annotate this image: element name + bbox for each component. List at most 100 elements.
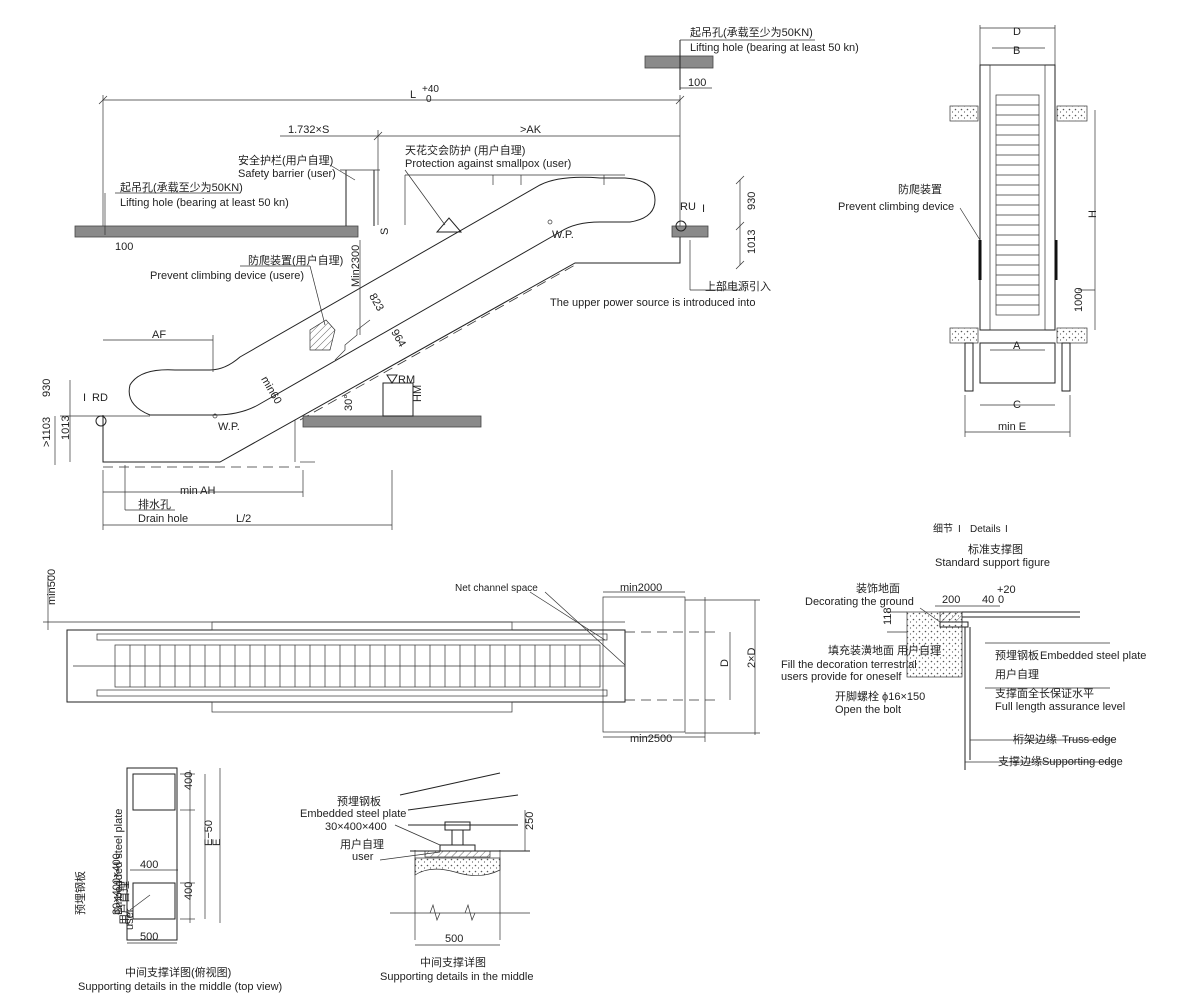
dim-min60: min60 bbox=[258, 374, 283, 406]
mt-user-en: user bbox=[124, 908, 136, 930]
details-title-en: Details bbox=[970, 524, 1001, 535]
front-dim-B: B bbox=[1013, 45, 1020, 57]
support-concrete bbox=[906, 611, 963, 678]
dim-L2: L/2 bbox=[236, 513, 251, 525]
ms-user-cn: 用户自理 bbox=[340, 837, 384, 851]
dim-L: L bbox=[410, 89, 416, 101]
dim-823: 823 bbox=[366, 291, 386, 313]
dim-100-left: 100 bbox=[115, 241, 133, 253]
dim-AK: >AK bbox=[520, 124, 542, 136]
dim-min2300: Min2300 bbox=[350, 245, 362, 287]
drain-cn: 排水孔 bbox=[138, 497, 171, 511]
level-en: Full length assurance level bbox=[995, 701, 1125, 713]
plan-min500: min500 bbox=[46, 569, 58, 605]
mt-E50: E−50 bbox=[203, 820, 215, 846]
mt-400-b: 400 bbox=[140, 859, 158, 871]
power-en: The upper power source is introduced int… bbox=[550, 297, 755, 309]
middle-top-labels: 400 400 400 500 E−50 E 预埋钢板 Embedded ste… bbox=[73, 772, 282, 993]
dim-1013-left: 1013 bbox=[60, 416, 72, 440]
label-WP-upper: W.P. bbox=[552, 229, 574, 241]
ms-plate-cn: 预埋钢板 bbox=[337, 794, 381, 808]
power-cn: 上部电源引入 bbox=[705, 279, 771, 293]
front-dim-H: H bbox=[1087, 210, 1099, 218]
plan-min2500: min2500 bbox=[630, 733, 672, 745]
lift-hole-left-cn: 起吊孔(承载至少为50KN) bbox=[120, 181, 243, 194]
middle-support-side-view bbox=[379, 772, 530, 946]
front-dim-D: D bbox=[1013, 26, 1021, 38]
detail-user-cn: 用户自理 bbox=[995, 667, 1039, 681]
dim-930-right: 930 bbox=[746, 192, 758, 210]
dim-AF: AF bbox=[152, 329, 166, 341]
front-view bbox=[949, 25, 1096, 437]
mt-plate-en: Embedded steel plate bbox=[113, 809, 125, 915]
label-WP-lower: W.P. bbox=[218, 421, 240, 433]
climb-device bbox=[309, 319, 336, 351]
detail-plate-cn: 预埋钢板 bbox=[995, 648, 1039, 662]
middle-concrete bbox=[414, 857, 501, 876]
middle-support-top-view bbox=[126, 767, 221, 944]
dim-plus20: +20 bbox=[997, 584, 1016, 596]
front-climb-en: Prevent climbing device bbox=[838, 201, 954, 213]
dim-964: 964 bbox=[388, 327, 408, 349]
plan-2D: 2×D bbox=[746, 647, 758, 668]
fill-cn: 填充装潢地面 用户自理 bbox=[828, 643, 941, 657]
details-title-cn: 细节 bbox=[933, 522, 953, 535]
angle-30: 30° bbox=[343, 394, 355, 411]
dim-minAH: min AH bbox=[180, 485, 216, 497]
smallpox-en: Protection against smallpox (user) bbox=[405, 158, 571, 170]
dim-1732S: 1.732×S bbox=[288, 124, 329, 136]
side-elevation-labels: 起吊孔(承载至少为50KN) Lifting hole (bearing at … bbox=[41, 26, 859, 525]
front-dim-minE: min E bbox=[998, 421, 1026, 433]
dim-1103: >1103 bbox=[41, 417, 53, 447]
ms-plate-en: Embedded steel plate bbox=[300, 808, 406, 820]
mt-E: E bbox=[211, 839, 223, 846]
mt-plate-cn: 预埋钢板 bbox=[73, 871, 87, 915]
mt-caption-en: Supporting details in the middle (top vi… bbox=[78, 981, 282, 993]
lower-floor-slab bbox=[302, 415, 482, 428]
escalator-handrail-truss bbox=[128, 176, 656, 416]
RD-point bbox=[95, 415, 107, 427]
details-sep-1: I bbox=[958, 524, 961, 535]
ms-caption-cn: 中间支撑详图 bbox=[420, 955, 486, 969]
dim-S: S bbox=[379, 228, 391, 235]
climb-cn: 防爬装置(用户自理) bbox=[248, 253, 343, 267]
truss-cn: 桁架边缘 bbox=[1013, 732, 1057, 746]
mt-400-c: 400 bbox=[183, 882, 195, 900]
std-cn: 标准支撑图 bbox=[968, 542, 1023, 556]
lift-hole-top-cn: 起吊孔(承载至少为50KN) bbox=[690, 26, 813, 39]
side-elevation bbox=[54, 39, 815, 530]
ms-user-en: user bbox=[352, 851, 374, 863]
lift-hole-left-en: Lifting hole (bearing at least 50 kn) bbox=[120, 197, 289, 209]
dim-200: 200 bbox=[942, 594, 960, 606]
drain-en: Drain hole bbox=[138, 513, 188, 525]
escalator-truss-bottom bbox=[102, 237, 681, 463]
support-cn: 支撑边缘 bbox=[998, 754, 1042, 768]
front-step-lines bbox=[996, 104, 1039, 306]
upper-floor-slab bbox=[74, 225, 359, 238]
top-lift-slab bbox=[644, 55, 714, 69]
label-HM: HM bbox=[412, 385, 424, 402]
deco-en: Decorating the ground bbox=[805, 596, 914, 608]
label-RM: RM bbox=[398, 374, 415, 386]
std-en: Standard support figure bbox=[935, 557, 1050, 569]
mt-plate-size: 30×400×400 bbox=[111, 853, 123, 915]
fill-en-1: Fill the decoration terrestrial bbox=[781, 659, 917, 671]
barrier-cn: 安全护栏(用户自理) bbox=[238, 153, 333, 167]
ms-caption-en: Supporting details in the middle bbox=[380, 971, 533, 983]
plan-D: D bbox=[719, 659, 731, 667]
net-channel-box bbox=[602, 596, 686, 733]
plan-min2000: min2000 bbox=[620, 582, 662, 594]
dim-100-top: 100 bbox=[688, 77, 706, 89]
plan-net-space: Net channel space bbox=[455, 583, 538, 594]
RU-point bbox=[675, 220, 687, 232]
label-I-lower: I bbox=[83, 392, 86, 404]
label-RD: RD bbox=[92, 392, 108, 404]
plan-view-labels: min500 Net channel space min2000 D 2×D m… bbox=[46, 569, 758, 745]
details-sep-2: I bbox=[1005, 524, 1008, 535]
support-en: Supporting edge bbox=[1042, 756, 1123, 768]
deco-cn: 装饰地面 bbox=[856, 581, 900, 595]
level-cn: 支撑面全长保证水平 bbox=[995, 686, 1094, 700]
label-RU: RU bbox=[680, 201, 696, 213]
mt-user-cn: 用户自理 bbox=[117, 881, 131, 925]
